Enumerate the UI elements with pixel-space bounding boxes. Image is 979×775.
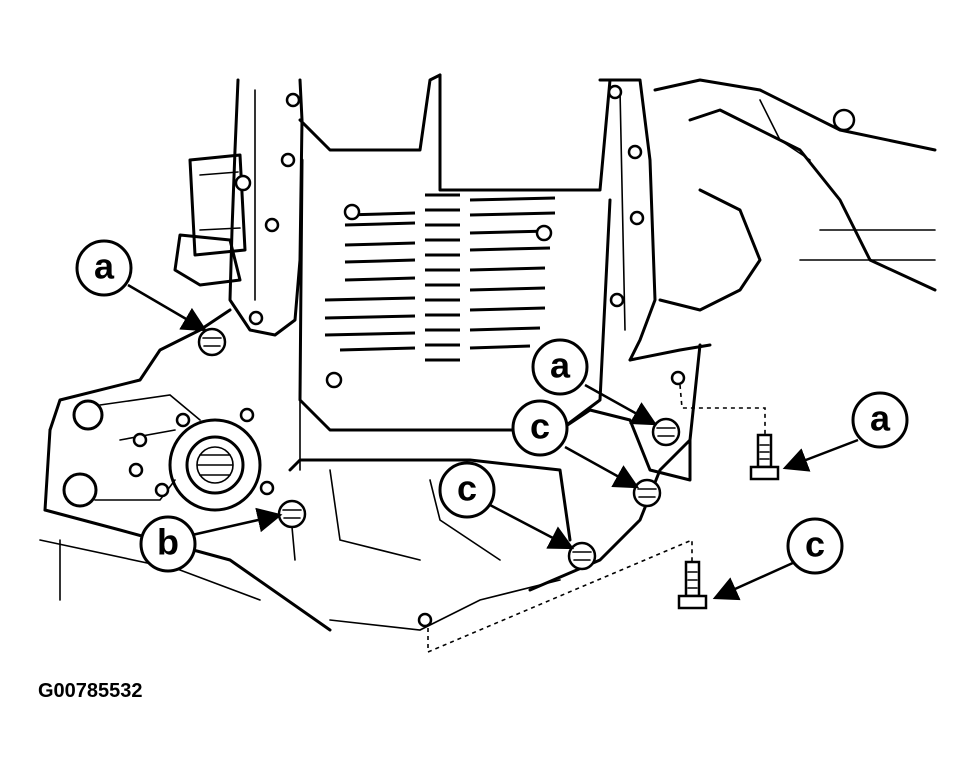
figure-reference-code: G00785532 [38,680,143,702]
callout-a-middle-label: a [550,345,571,386]
callout-c-upper-label: c [530,406,550,447]
callout-a-middle: a [531,338,589,396]
callout-a-right: a [851,391,909,449]
callout-c-right: c [786,517,844,575]
bolt-a-right-icon [651,417,681,447]
callout-a-right-label: a [870,398,891,439]
callout-bolts [197,327,681,571]
bolt-c-lower-icon [567,541,597,571]
callout-leaders [127,283,859,601]
callout-a-left-label: a [94,246,115,287]
callout-c-middle: c [438,461,496,519]
loose-bolt-a-icon [679,384,780,481]
callout-c-upper: c [511,399,569,457]
callout-c-middle-label: c [457,468,477,509]
callout-b: b [139,515,197,573]
bolt-c-upper-icon [632,478,662,508]
bolt-a-left-icon [197,327,227,357]
bolt-b-icon [277,499,307,561]
loose-bolt-c-icon [427,538,708,654]
callout-c-right-label: c [805,524,825,565]
flange-bolts [128,84,856,628]
callout-b-label: b [157,522,179,563]
callout-a-left: a [75,239,133,297]
oil-pan-fins [324,193,556,362]
